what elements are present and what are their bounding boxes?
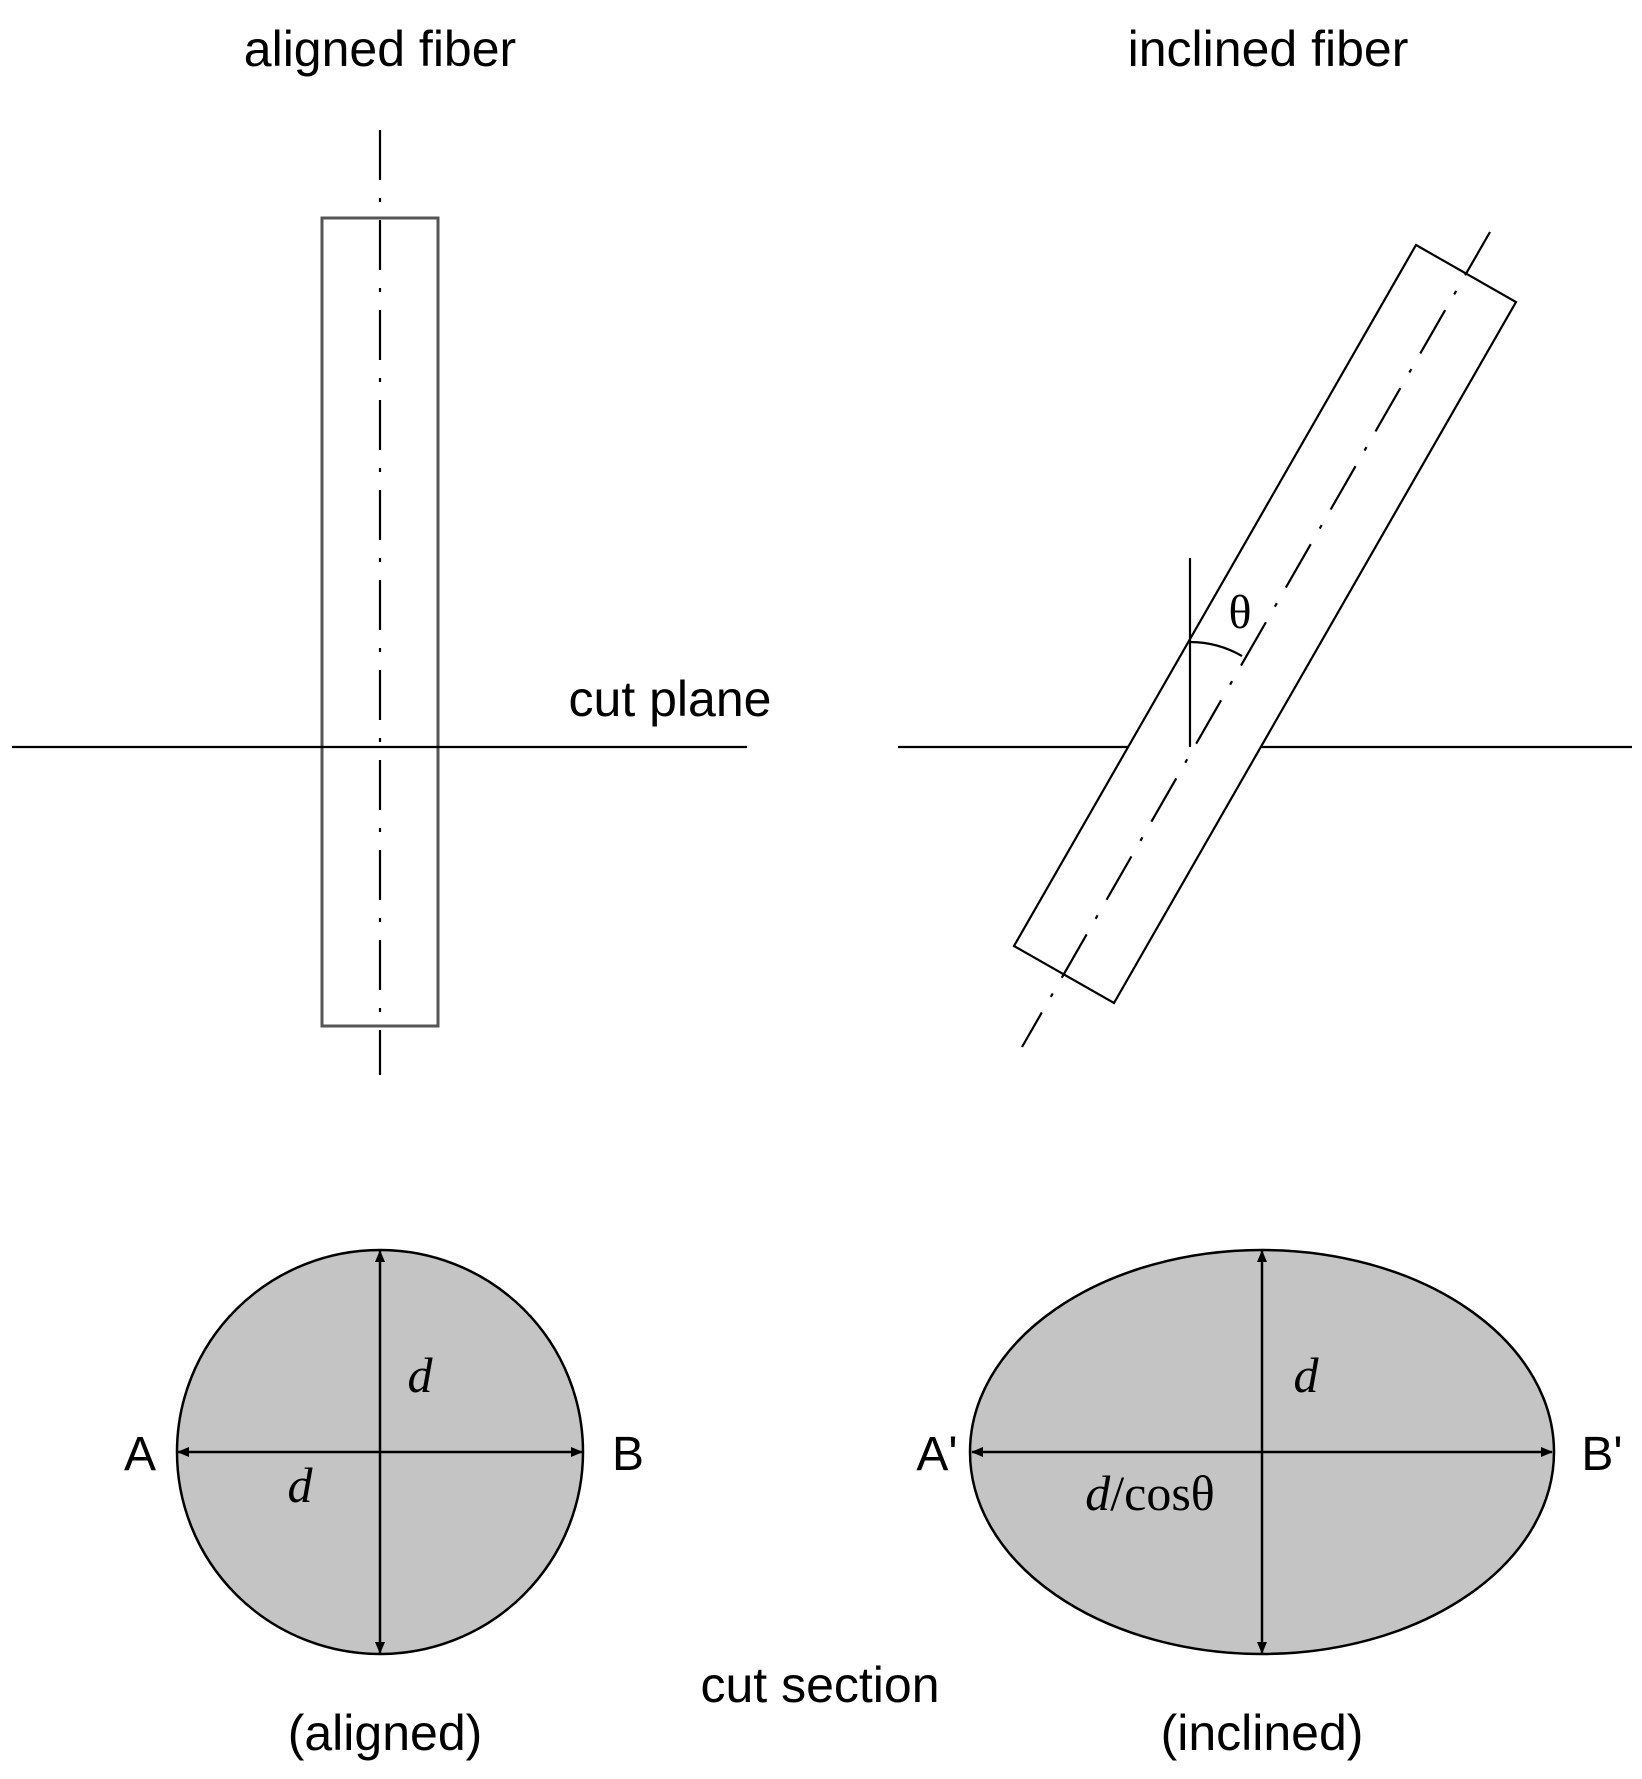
aligned-cut-section: d d A B [124,1248,644,1656]
inclined-cut-section: d d/cosθ A' B' [916,1248,1623,1656]
aligned-fiber-title: aligned fiber [244,21,516,77]
point-a-prime-label: A' [916,1428,957,1481]
cut-plane-label: cut plane [569,671,772,727]
inclined-caption: (inclined) [1161,1705,1364,1761]
inclined-horizontal-d: d [1085,1465,1111,1521]
inclined-horizontal-cos: /cosθ [1110,1465,1215,1521]
inclined-fiber-axis [1021,231,1491,1048]
theta-angle-arc [1189,640,1243,657]
aligned-horizontal-d-label: d [288,1457,314,1513]
theta-label: θ [1229,586,1252,639]
inclined-fiber: θ [1012,231,1518,1048]
point-a-label: A [124,1428,156,1481]
aligned-vertical-d-label: d [408,1347,434,1403]
point-b-label: B [612,1428,644,1481]
inclined-fiber-title: inclined fiber [1128,21,1409,77]
inclined-vertical-d-label: d [1294,1347,1320,1403]
aligned-caption: (aligned) [288,1705,483,1761]
inclined-horizontal-label: d/cosθ [1085,1465,1215,1521]
point-b-prime-label: B' [1581,1428,1622,1481]
cut-section-label: cut section [700,1657,939,1713]
aligned-fiber [320,130,440,1075]
